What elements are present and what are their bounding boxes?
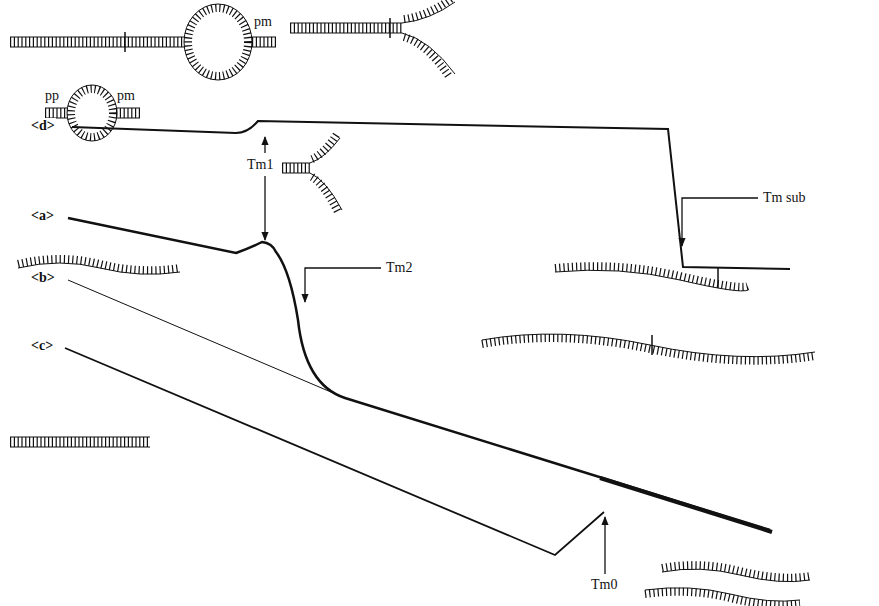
curve-a-tail (600, 478, 772, 532)
tmsub-leader (682, 198, 758, 246)
curve-b (68, 280, 345, 398)
strand-label: pm (253, 14, 273, 30)
curve-label: <a> (30, 208, 55, 224)
curve-label: <b> (30, 270, 56, 286)
curve-d (72, 121, 790, 269)
duplex-fork (290, 0, 455, 78)
curve-label: <d> (30, 118, 56, 134)
duplex-fork (282, 134, 342, 212)
duplex-bubble (10, 4, 276, 80)
melting-temp-label: Tm2 (385, 260, 413, 276)
curve-a (68, 218, 770, 530)
tm2-leader (305, 268, 381, 302)
duplex (10, 437, 150, 447)
separated-strands (482, 266, 815, 360)
strand-label: pp (44, 88, 60, 104)
tm1-arrow-down (264, 176, 265, 240)
curve-label: <c> (30, 338, 54, 354)
strand-label: pm (116, 88, 136, 104)
melting-temp-label: Tm1 (246, 157, 274, 173)
tm0-arrow (604, 517, 605, 574)
curve-c (65, 348, 604, 555)
melting-temp-label: Tm0 (590, 577, 618, 593)
duplex-bubble (45, 85, 140, 141)
melting-temp-label: Tm sub (762, 190, 806, 206)
tm1-arrow-up (264, 137, 265, 153)
separated-strands (645, 565, 810, 605)
